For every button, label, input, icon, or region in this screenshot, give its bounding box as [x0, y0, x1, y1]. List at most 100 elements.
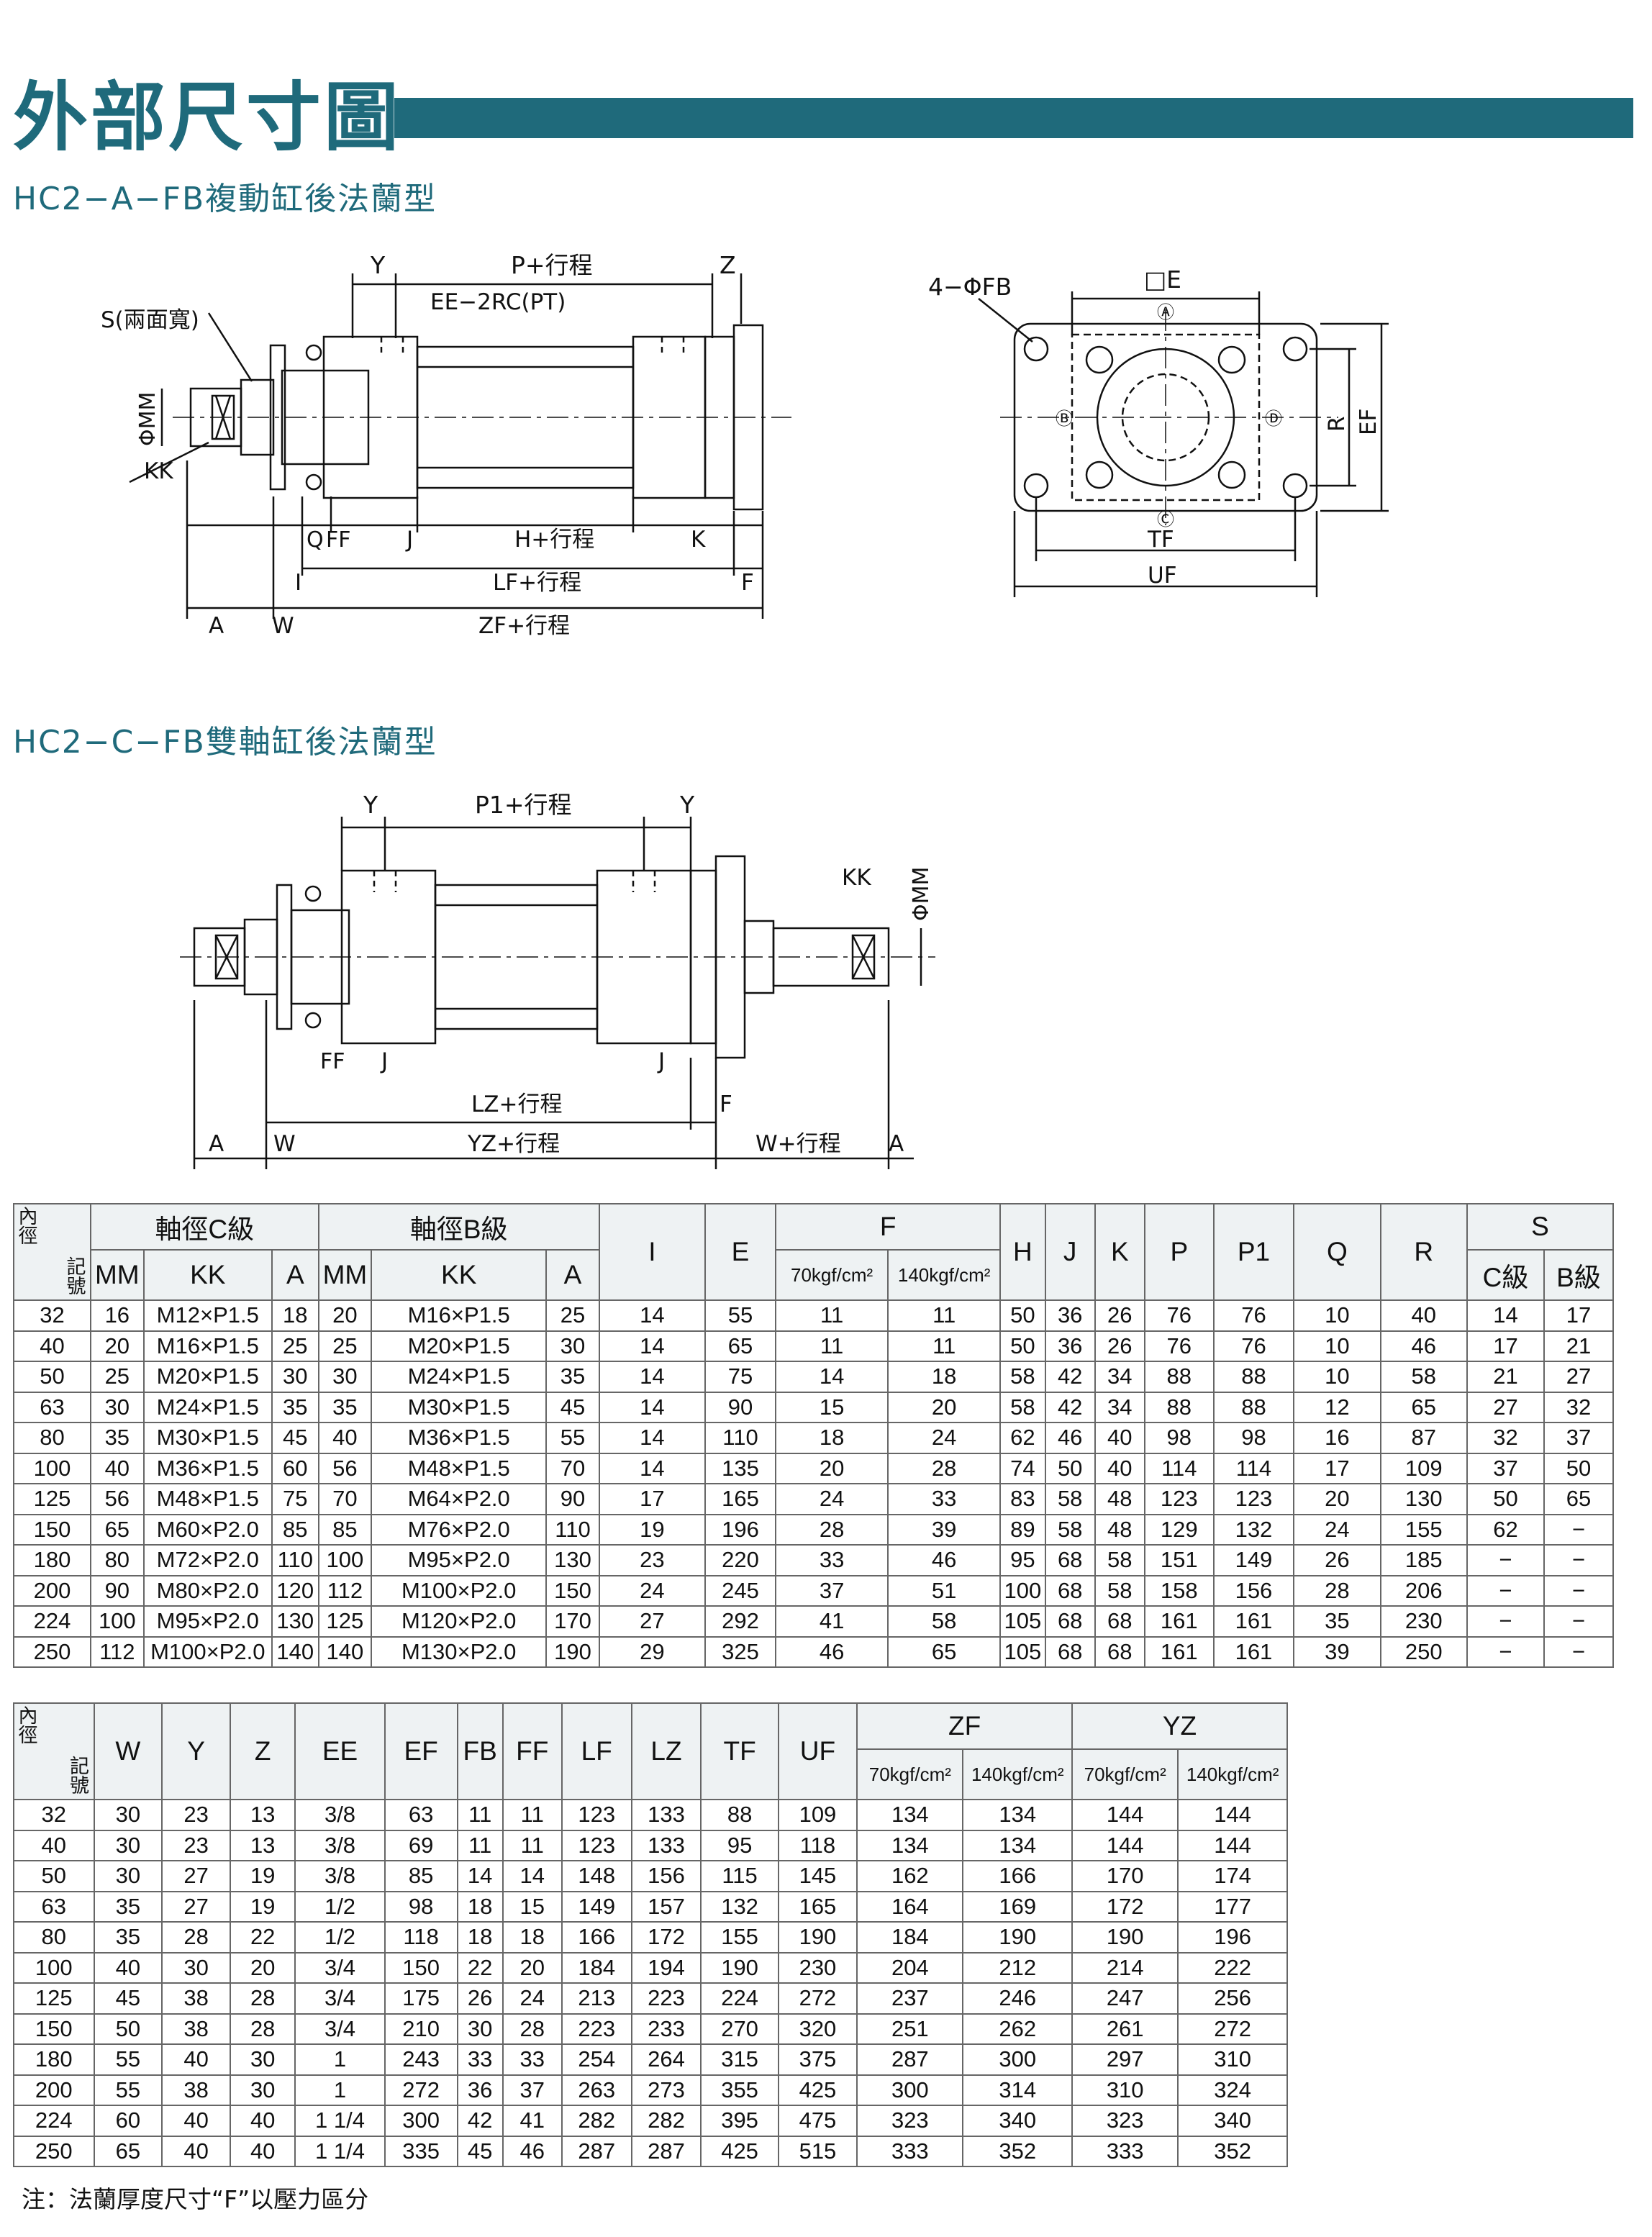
table-cell: M36×P1.5	[142, 1452, 273, 1484]
table-cell: 36	[1044, 1299, 1096, 1332]
table-cell: 80	[13, 1921, 95, 1954]
dim-ff: FF	[320, 1049, 345, 1074]
dim-y: Y	[370, 251, 386, 279]
table-cell: 58	[1044, 1513, 1096, 1546]
table-cell: 14	[1466, 1299, 1545, 1332]
table-cell: −	[1543, 1635, 1615, 1668]
table-cell: 65	[704, 1330, 777, 1362]
table-cell: 251	[856, 2013, 964, 2045]
col-yz-140: 140kgf/cm²	[1177, 1748, 1288, 1800]
table-cell: 133	[630, 1799, 702, 1831]
table-cell: 123	[560, 1829, 632, 1861]
flange-end-view-drawing: 4−ΦFB □E Ⓐ Ⓑ Ⓓ Ⓒ R EF TF UF	[928, 266, 1389, 597]
table-cell: 204	[856, 1951, 964, 1984]
table-cell: 42	[1044, 1361, 1096, 1393]
table-cell: 46	[775, 1635, 889, 1668]
table-cell: 125	[13, 1982, 95, 2015]
table-cell: 166	[560, 1921, 632, 1954]
table-cell: 135	[704, 1452, 777, 1484]
table-cell: 425	[777, 2074, 858, 2106]
table-cell: 40	[1379, 1299, 1468, 1332]
table-cell: 196	[1177, 1921, 1288, 1954]
table-cell: 18	[887, 1361, 1002, 1393]
mark-b: Ⓑ	[1056, 409, 1073, 429]
dim-j2: J	[657, 1048, 665, 1074]
table-cell: 55	[93, 2043, 163, 2076]
table-cell: 133	[630, 1829, 702, 1861]
table-cell: 20	[502, 1951, 563, 1984]
col-f-70: 70kgf/cm²	[775, 1249, 889, 1301]
table-cell: 30	[271, 1361, 319, 1393]
table-cell: 12	[1293, 1391, 1381, 1423]
table-cell: 24	[1293, 1513, 1381, 1546]
table-cell: 65	[1543, 1483, 1615, 1515]
table-cell: M24×P1.5	[371, 1361, 548, 1393]
table-cell: 18	[775, 1422, 889, 1454]
table-cell: 237	[856, 1982, 964, 2015]
footnote: 注：法蘭厚度尺寸“F”以壓力區分	[22, 2185, 369, 2213]
table-cell: 56	[90, 1483, 145, 1515]
table-cell: 34	[1094, 1391, 1145, 1423]
table-cell: 38	[161, 2013, 231, 2045]
table-cell: 300	[856, 2074, 964, 2106]
table-cell: 134	[962, 1799, 1074, 1831]
dim-f: F	[741, 570, 754, 596]
col-e: E	[704, 1203, 777, 1301]
dim-mm: ΦMM	[909, 867, 934, 921]
table-cell: 157	[630, 1890, 702, 1923]
table-cell: 282	[630, 2105, 702, 2137]
table-cell: 76	[1212, 1299, 1295, 1332]
dim-ee: EE−2RC(PT)	[430, 289, 566, 315]
table-cell: 30	[456, 2013, 504, 2045]
table-cell: 33	[502, 2043, 563, 2076]
table-cell: 26	[456, 1982, 504, 2015]
table-cell: 3/4	[294, 1951, 386, 1984]
table-cell: 475	[777, 2105, 858, 2137]
dim-kk: KK	[144, 458, 173, 484]
table-cell: 68	[1044, 1605, 1096, 1638]
table-cell: 98	[384, 1890, 458, 1923]
side-view-drawing-c: Y P1+行程 Y KK ΦMM FF J J LZ+行程 F A W YZ+行…	[180, 791, 935, 1169]
table-cell: 76	[1143, 1299, 1215, 1332]
table-cell: 30	[545, 1330, 600, 1362]
table-cell: 51	[887, 1574, 1002, 1607]
dim-f: F	[720, 1092, 732, 1117]
table-cell: 27	[161, 1890, 231, 1923]
table-cell: M95×P2.0	[142, 1605, 273, 1638]
col-zf-70: 70kgf/cm²	[856, 1748, 964, 1800]
table-cell: 155	[1379, 1513, 1468, 1546]
table-cell: 272	[384, 2074, 458, 2106]
table-cell: 300	[962, 2043, 1074, 2076]
table-cell: 39	[1293, 1635, 1381, 1668]
table-cell: 46	[887, 1544, 1002, 1576]
table-cell: 250	[13, 2135, 95, 2167]
table-cell: 18	[456, 1890, 504, 1923]
table-cell: 297	[1071, 2043, 1179, 2076]
table-cell: 14	[598, 1330, 706, 1362]
table-cell: 32	[1466, 1422, 1545, 1454]
table-cell: 34	[1094, 1361, 1145, 1393]
table-cell: 19	[229, 1890, 296, 1923]
table-cell: 75	[704, 1361, 777, 1393]
table-cell: 206	[1379, 1574, 1468, 1607]
table-cell: M76×P2.0	[371, 1513, 548, 1546]
section-title-a: HC2−A−FB複動缸後法蘭型	[13, 181, 437, 217]
table-cell: 282	[560, 2105, 632, 2137]
table-cell: 95	[700, 1829, 779, 1861]
col-f-140: 140kgf/cm²	[887, 1249, 1002, 1301]
table-cell: 323	[856, 2105, 964, 2137]
table-cell: 140	[271, 1635, 319, 1668]
table-cell: 40	[12, 1330, 92, 1362]
table-cell: M48×P1.5	[142, 1483, 273, 1515]
table-cell: 75	[271, 1483, 319, 1515]
table-cell: 292	[704, 1605, 777, 1638]
table-cell: 83	[999, 1483, 1046, 1515]
